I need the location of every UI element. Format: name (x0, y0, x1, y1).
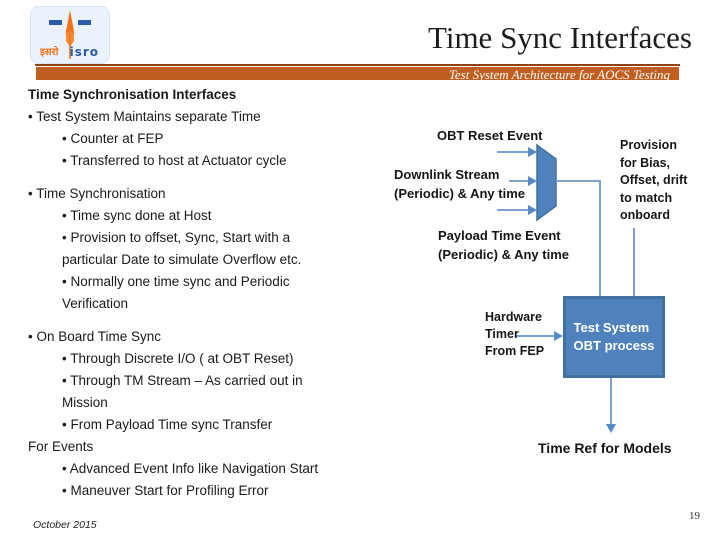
rocket-icon (49, 10, 91, 59)
obt-process-box-text: Test System OBT process (573, 320, 655, 353)
arrowhead-icon (606, 424, 616, 433)
list-item: Time Synchronisation Interfaces (28, 87, 237, 102)
page-number: 19 (689, 510, 700, 522)
arrowhead-icon (554, 331, 563, 341)
list-item: • Normally one time sync and Periodic Ve… (62, 274, 290, 311)
label-obt-reset-event: OBT Reset Event (437, 128, 543, 143)
subtitle-banner-text: Test System Architecture for AOCS Testin… (448, 67, 670, 82)
list-item: • Through Discrete I/O ( at OBT Reset) (62, 351, 294, 366)
list-item: • Transferred to host at Actuator cycle (62, 153, 287, 168)
list-item: • On Board Time Sync (28, 329, 162, 344)
list-item: • Counter at FEP (62, 131, 164, 146)
list-item: • Time Synchronisation (28, 186, 166, 201)
mux-shape (536, 143, 557, 222)
list-item: • Maneuver Start for Profiling Error (62, 483, 269, 498)
logo-latin-text: isro (69, 45, 99, 59)
list-item: • Through TM Stream – As carried out in … (62, 373, 303, 410)
obt-process-box: Test System OBT process (563, 296, 665, 378)
label-time-ref-models: Time Ref for Models (538, 440, 672, 456)
arrowhead-icon (528, 176, 537, 186)
bullet-list: Time Synchronisation Interfaces • Test Sy… (28, 84, 390, 502)
label-payload-time-event: Payload Time Event (Periodic) & Any time (438, 228, 569, 262)
list-item: • Test System Maintains separate Time (28, 109, 261, 124)
subtitle-banner: Test System Architecture for AOCS Testin… (35, 64, 680, 82)
label-provision-bias: Provision for Bias, Offset, drift to mat… (620, 138, 688, 222)
label-downlink-stream: Downlink Stream (Periodic) & Any time (394, 167, 525, 201)
logo-hindi-text: इसरो (40, 47, 59, 58)
label-hardware-timer: Hardware Timer From FEP (485, 310, 545, 358)
list-item: • Provision to offset, Sync, Start with … (62, 230, 302, 267)
list-item: • From Payload Time sync Transfer (62, 417, 273, 432)
list-item: • Time sync done at Host (62, 208, 212, 223)
footer-date: October 2015 (33, 519, 97, 531)
arrowhead-icon (528, 205, 537, 215)
list-item: For Events (28, 439, 94, 454)
list-item: • Advanced Event Info like Navigation St… (62, 461, 319, 476)
slide-title: Time Sync Interfaces (427, 20, 692, 55)
isro-logo: इसरो isro (30, 6, 110, 64)
arrowhead-icon (528, 147, 537, 157)
